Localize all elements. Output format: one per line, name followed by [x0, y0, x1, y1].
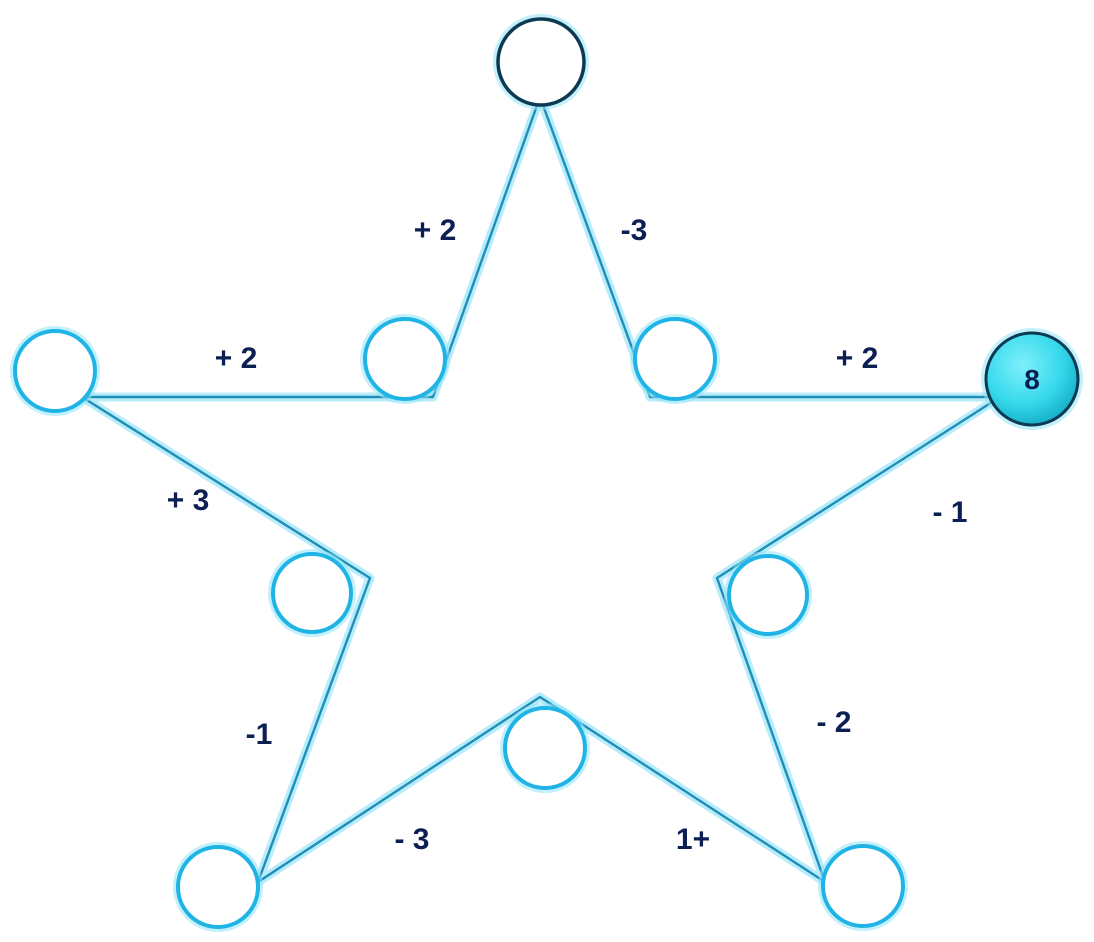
star-outline	[77, 92, 1005, 887]
node-right-tip[interactable]: 8	[981, 328, 1083, 430]
step-label-inner-upper-left-to-top: + 2	[414, 214, 457, 247]
node-top[interactable]	[493, 14, 589, 110]
step-label-inner-upper-right-to-right-tip: + 2	[836, 342, 879, 375]
node-left-tip[interactable]	[10, 326, 100, 416]
step-label-top-to-inner-upper-right: -3	[621, 214, 648, 247]
step-label-inner-bottom-to-bottom-left-tip: - 3	[394, 823, 429, 856]
node-inner-bottom[interactable]	[500, 703, 590, 793]
step-label-right-tip-to-inner-right: - 1	[932, 496, 967, 529]
node-inner-upper-right[interactable]	[630, 314, 720, 404]
node-right-tip-value: 8	[1024, 364, 1040, 395]
step-label-inner-right-to-bottom-right-tip: - 2	[816, 706, 851, 739]
node-inner-upper-left[interactable]	[360, 314, 450, 404]
step-label-bottom-left-tip-to-inner-left: -1	[246, 718, 273, 751]
step-label-bottom-right-tip-to-inner-bottom: 1+	[676, 823, 710, 856]
node-inner-left[interactable]	[268, 549, 356, 637]
node-bottom-right-tip[interactable]	[818, 841, 908, 931]
step-label-inner-left-to-left-tip: + 3	[167, 484, 210, 517]
node-bottom-left-tip[interactable]	[173, 842, 263, 932]
step-label-left-tip-to-inner-upper-left: + 2	[215, 342, 258, 375]
node-inner-right[interactable]	[724, 551, 812, 639]
